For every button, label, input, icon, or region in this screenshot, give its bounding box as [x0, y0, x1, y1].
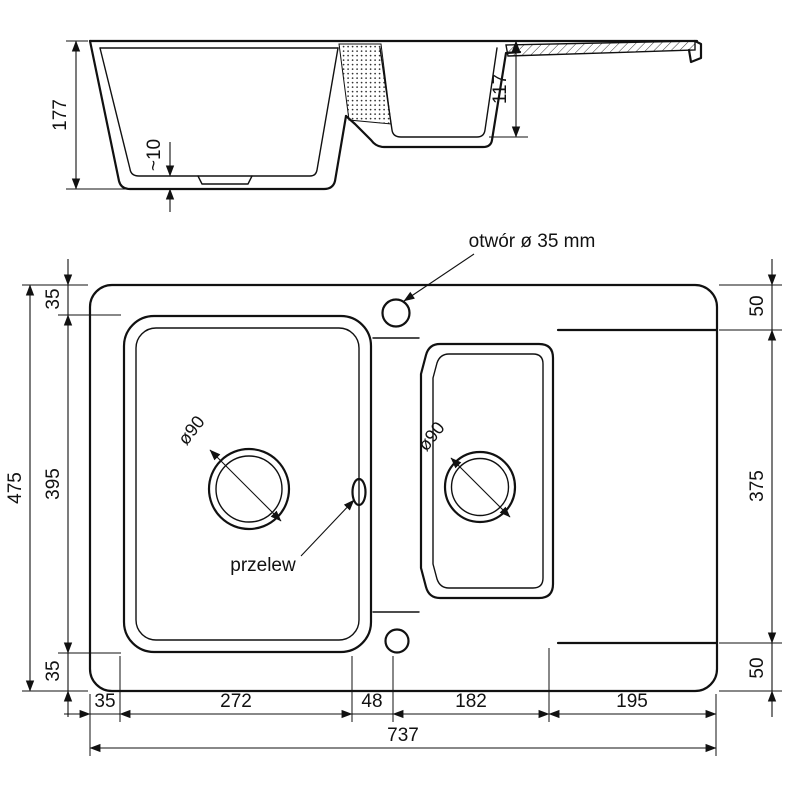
dim-left-main-label: 395 — [43, 468, 64, 500]
section-under-divider-outer — [344, 50, 522, 149]
main-bowl-outer — [122, 314, 373, 654]
hole-annotation-leader — [403, 253, 475, 302]
small-drain-diameter-arrow — [450, 457, 511, 518]
faucet-hole-bottom — [384, 628, 410, 654]
annotations: otwór ø 35 mm przelew ø90 ø90 — [174, 231, 596, 576]
faucet-hole-top — [381, 298, 411, 328]
dim-bottom-main-bowl-label: 272 — [220, 691, 252, 712]
overflow-annotation-label: przelew — [230, 555, 296, 576]
main-bowl-inner — [135, 327, 360, 641]
plan-view — [88, 283, 719, 693]
dim-overall-height-label: 475 — [5, 472, 26, 504]
main-drain-diameter-arrow — [209, 449, 282, 522]
section-main-bowl-inner — [99, 47, 339, 177]
dim-bottom-divider-label: 48 — [361, 691, 382, 712]
dim-small-bowl-depth-label: 117 — [490, 74, 511, 104]
dim-left-bottom-label: 35 — [43, 660, 64, 681]
small-bowl-inner — [432, 353, 544, 589]
main-drain-diameter-label: ø90 — [174, 412, 209, 449]
plan-dimensions: 475 35 395 35 50 375 50 35 272 48 182 19… — [5, 259, 782, 756]
sink-outer-edge — [88, 283, 719, 693]
main-drain-outer-circle — [207, 447, 291, 531]
dim-right-bottom-label: 50 — [747, 657, 768, 678]
dim-bottom-small-bowl-label: 182 — [455, 691, 487, 712]
overflow-opening — [351, 477, 367, 507]
dim-bottom-margin-left-label: 35 — [94, 691, 115, 712]
section-main-bowl-outer — [88, 39, 348, 191]
small-drain-diameter-label: ø90 — [414, 418, 449, 455]
overflow-annotation-leader — [300, 499, 355, 557]
small-bowl-outer — [419, 342, 555, 600]
dim-total-depth-label: 177 — [50, 99, 71, 131]
dim-overall-width-label: 737 — [387, 725, 419, 746]
dim-bottom-drainer-label: 195 — [616, 691, 648, 712]
dim-right-top-label: 50 — [747, 295, 768, 316]
dim-left-top-label: 35 — [43, 288, 64, 309]
section-drainer-drip-edge — [687, 39, 703, 64]
small-drain-outer-circle — [443, 450, 517, 524]
section-dimensions: 177 ~10 117 — [50, 40, 528, 212]
section-main-bowl-drain-recess — [197, 175, 253, 185]
dim-right-main-label: 375 — [747, 470, 768, 502]
hole-annotation-label: otwór ø 35 mm — [469, 231, 596, 252]
dim-bottom-thickness-label: ~10 — [144, 139, 165, 171]
cross-section-view — [88, 39, 703, 191]
section-small-bowl-inner — [379, 47, 498, 138]
section-divider-stipple — [338, 43, 392, 125]
section-drainer-slab-hatched — [505, 40, 696, 57]
